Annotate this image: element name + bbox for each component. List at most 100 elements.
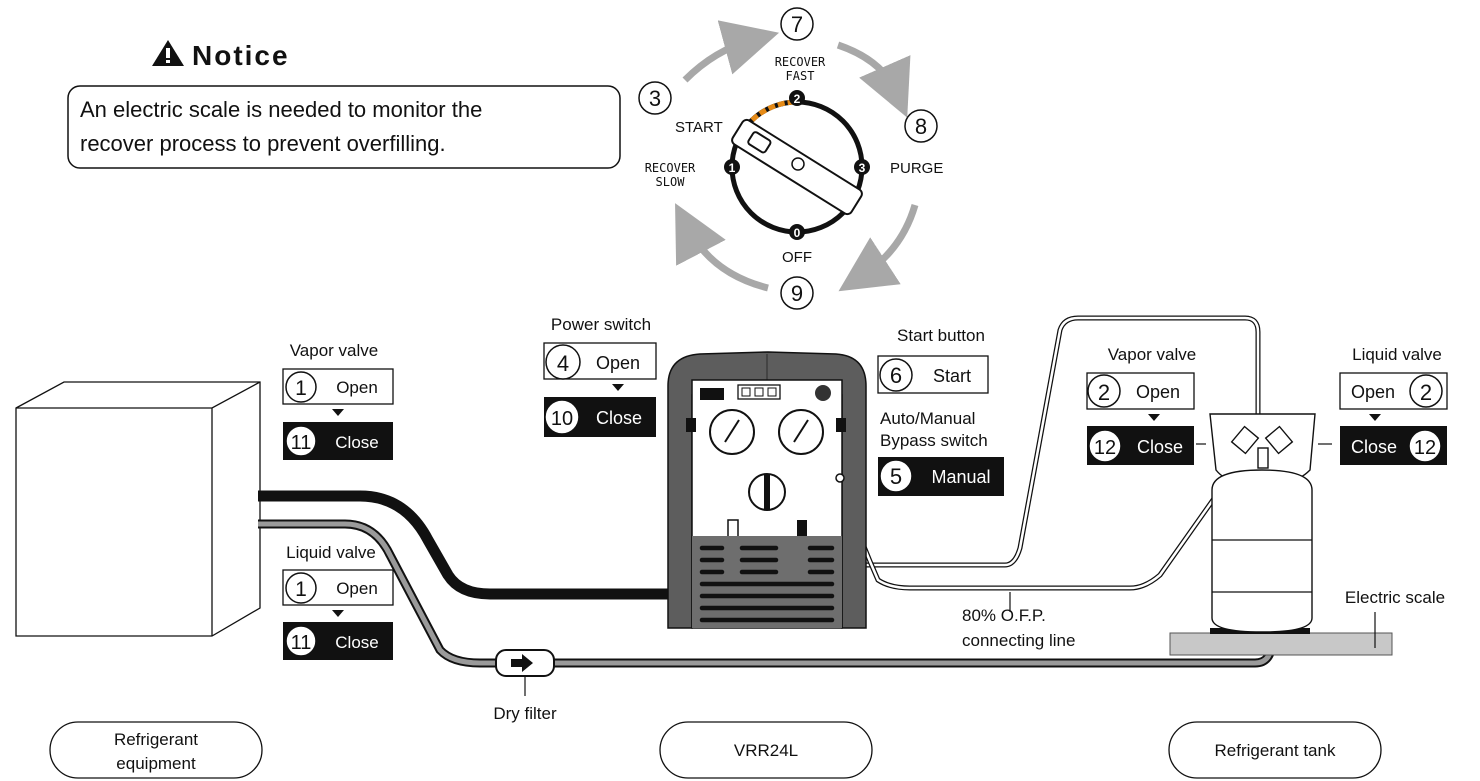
caption-tank: Refrigerant tank: [1168, 721, 1382, 779]
electric-scale: Electric scale: [1169, 588, 1445, 656]
position-marker: [789, 90, 805, 106]
bypass-switch-callout: Auto/Manual Bypass switch 5 Manual: [878, 409, 1004, 496]
tank-vapor-valve: Vapor valve 2 Open 12 Close: [1086, 345, 1197, 465]
ofp-callout: 80% O.F.P. connecting line: [962, 592, 1075, 650]
power-switch-toggle: [700, 388, 724, 400]
recover-fast-label: RECOVER: [775, 55, 826, 69]
open-label: Open: [1136, 382, 1180, 402]
manual-label: Manual: [931, 467, 990, 487]
position-0-label: 0: [794, 226, 801, 240]
step-8: 8: [915, 114, 927, 139]
step-5: 5: [890, 464, 902, 489]
caption-unit: VRR24L: [659, 721, 873, 779]
step-11: 11: [291, 432, 312, 454]
step-10: 10: [551, 408, 573, 430]
vent-grille: [699, 545, 835, 623]
start-arc: [733, 99, 798, 146]
start-button-knob: [815, 385, 831, 401]
notice-title: Notice: [192, 40, 290, 71]
step-9: 9: [791, 281, 803, 306]
step-4: 4: [557, 351, 569, 376]
position-1-label: 1: [729, 161, 736, 175]
recover-slow-label: RECOVER: [645, 161, 696, 175]
down-arrow-icon: [612, 384, 624, 391]
dry-filter: Dry filter: [493, 649, 557, 723]
position-2-label: 2: [794, 92, 801, 106]
tank-vapor-valve-title: Vapor valve: [1108, 345, 1197, 364]
equipment-vapor-valve: Vapor valve 1 Open 11 Close: [282, 341, 394, 460]
caption-equipment-text: Refrigerant: [114, 730, 198, 749]
cycle-arrow: [682, 20, 780, 83]
step-1: 1: [295, 377, 307, 400]
step-12: 12: [1414, 437, 1436, 459]
step-3: 3: [649, 86, 661, 111]
notice: Notice An electric scale is needed to mo…: [67, 40, 621, 169]
notice-message-line2: recover process to prevent overfilling.: [80, 131, 446, 156]
close-label: Close: [596, 408, 642, 428]
off-label: OFF: [782, 249, 812, 266]
step-circle: [638, 81, 672, 115]
power-switch-title: Power switch: [551, 315, 651, 334]
down-arrow-icon: [1148, 414, 1160, 421]
step-6: 6: [890, 363, 902, 388]
position-marker: [854, 159, 870, 175]
recover-slow-label: SLOW: [656, 175, 686, 189]
mode-dial: 2 1 3 0 7 RECOVER FAST 3 START 8 PURGE R…: [638, 7, 943, 310]
close-label: Close: [335, 433, 378, 452]
step-2: 2: [1098, 380, 1110, 405]
power-switch: Power switch 4 Open 10 Close: [543, 315, 657, 437]
step-12: 12: [1094, 437, 1116, 459]
purge-label: PURGE: [890, 160, 943, 177]
ofp-label: 80% O.F.P.: [962, 606, 1046, 625]
start-button-callout: Start button 6 Start: [877, 326, 989, 394]
position-3-label: 3: [859, 161, 866, 175]
caption-equipment-text: equipment: [116, 754, 196, 773]
open-label: Open: [336, 378, 378, 397]
start-label: Start: [933, 366, 971, 386]
dial-center: [791, 157, 805, 171]
close-label: Close: [1351, 437, 1397, 457]
dry-filter-label: Dry filter: [493, 704, 557, 723]
position-marker: [789, 224, 805, 240]
recover-fast-label: FAST: [786, 69, 815, 83]
tank-liquid-valve: Liquid valve Open 2 Close 12: [1339, 345, 1448, 465]
caption-equipment: Refrigerant equipment: [49, 721, 263, 779]
electric-scale-label: Electric scale: [1345, 588, 1445, 607]
tank-liquid-valve-title: Liquid valve: [1352, 345, 1442, 364]
tank-liquid-valve-handle: [1264, 425, 1294, 455]
refrigerant-tank: [1196, 413, 1332, 633]
notice-message-line1: An electric scale is needed to monitor t…: [80, 97, 482, 122]
down-arrow-icon: [332, 610, 344, 617]
step-7: 7: [791, 12, 803, 37]
open-label: Open: [596, 353, 640, 373]
bypass-switch-title: Auto/Manual: [880, 409, 975, 428]
step-11: 11: [291, 632, 312, 654]
equipment-liquid-valve: Liquid valve 1 Open 11 Close: [282, 543, 394, 660]
warning-icon: [152, 40, 184, 66]
step-circle: [904, 109, 938, 143]
close-label: Close: [1137, 437, 1183, 457]
arrow-right-icon: [511, 654, 533, 672]
start-button-title: Start button: [897, 326, 985, 345]
step-circle: [780, 276, 814, 310]
down-arrow-icon: [1369, 414, 1381, 421]
step-1: 1: [295, 578, 307, 601]
notice-box: [67, 85, 621, 169]
close-label: Close: [335, 633, 378, 652]
caption-unit-text: VRR24L: [734, 741, 798, 760]
ofp-label: connecting line: [962, 631, 1075, 650]
tank-vapor-valve-handle: [1230, 425, 1260, 455]
down-arrow-icon: [332, 409, 344, 416]
step-circle: [780, 7, 814, 41]
open-label: Open: [336, 579, 378, 598]
cycle-arrow: [675, 203, 769, 292]
step-2: 2: [1420, 380, 1432, 405]
position-marker: [724, 159, 740, 175]
liquid-valve-title: Liquid valve: [286, 543, 376, 562]
caption-tank-text: Refrigerant tank: [1215, 741, 1336, 760]
vapor-valve-title: Vapor valve: [290, 341, 379, 360]
open-label: Open: [1351, 382, 1395, 402]
cycle-arrow: [836, 41, 911, 118]
refrigerant-equipment: [15, 381, 261, 637]
